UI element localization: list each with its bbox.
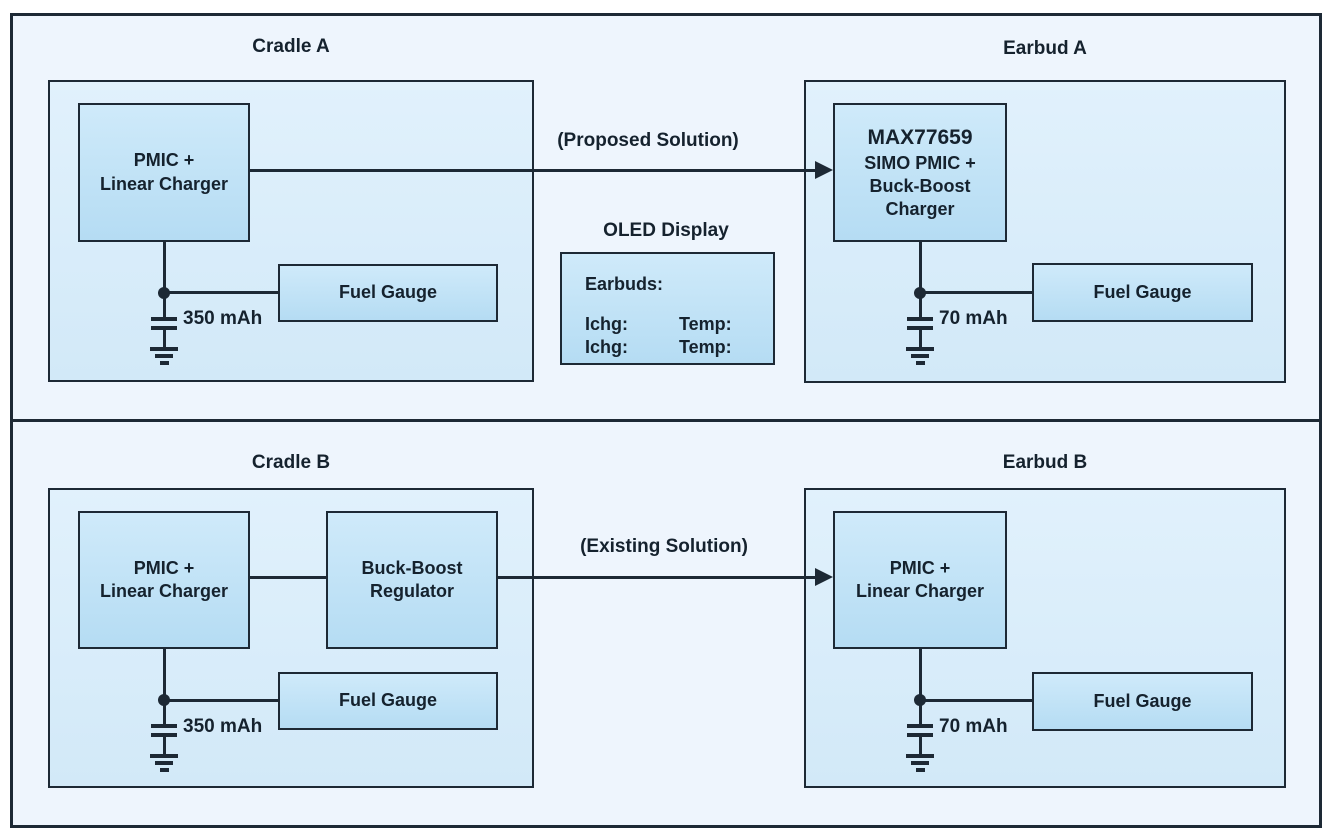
block-label-line: Fuel Gauge xyxy=(338,282,437,303)
earbud-a-battery-label: 70 mAh xyxy=(939,308,1008,329)
oled-row: Ichg: Temp: xyxy=(585,336,732,359)
earbud-b-pmic-linear-charger-block: PMIC + Linear Charger xyxy=(833,511,1007,649)
oled-temp-label: Temp: xyxy=(679,314,732,335)
earbud-b-fuel-gauge-block: Fuel Gauge xyxy=(1032,672,1253,731)
oled-row: Ichg: Temp: xyxy=(585,313,732,336)
block-label-line: PMIC + xyxy=(133,557,195,578)
cradle-b-battery-ground-symbol xyxy=(150,649,178,773)
block-label-line: Regulator xyxy=(369,581,454,601)
earbud-a-fuel-gauge-wire xyxy=(920,291,1032,294)
block-label-line: Fuel Gauge xyxy=(1093,281,1192,302)
cradle-b-fuel-gauge-wire xyxy=(164,699,278,702)
block-label-line: Linear Charger xyxy=(855,581,985,601)
proposed-solution-wire xyxy=(250,169,816,172)
block-label-line: Charger xyxy=(885,199,955,220)
oled-temp-label: Temp: xyxy=(679,337,732,358)
proposed-solution-label: (Proposed Solution) xyxy=(557,130,739,151)
cradle-b-title: Cradle B xyxy=(251,452,331,473)
existing-solution-wire xyxy=(498,576,816,579)
block-label-line: SIMO PMIC + xyxy=(864,153,976,174)
cradle-a-battery-label: 350 mAh xyxy=(183,308,263,329)
earbud-b-battery-label: 70 mAh xyxy=(939,716,1008,737)
cradle-b-fuel-gauge-block: Fuel Gauge xyxy=(278,672,498,730)
cradle-a-battery-ground-symbol xyxy=(150,242,178,366)
earbud-b-battery-ground-symbol xyxy=(906,649,934,773)
cradle-b-pmic-linear-charger-block: PMIC + Linear Charger xyxy=(78,511,250,649)
oled-ichg-label: Ichg: xyxy=(585,314,628,335)
arrowhead-icon xyxy=(815,161,833,179)
existing-solution-label: (Existing Solution) xyxy=(580,536,748,557)
cradle-a-fuel-gauge-block: Fuel Gauge xyxy=(278,264,498,322)
block-label-line: Fuel Gauge xyxy=(1093,690,1192,711)
block-label-line: PMIC + xyxy=(133,150,195,171)
cradle-a-pmic-linear-charger-block: PMIC + Linear Charger xyxy=(78,103,250,242)
oled-display-box: Earbuds: Ichg: Temp: Ichg: Temp: xyxy=(560,252,775,365)
arrowhead-icon xyxy=(815,568,833,586)
cradle-a-title: Cradle A xyxy=(252,36,330,57)
block-label-line: PMIC + xyxy=(889,557,951,578)
earbud-a-battery-ground-symbol xyxy=(906,242,934,366)
oled-readout-rows: Ichg: Temp: Ichg: Temp: xyxy=(585,313,732,359)
earbud-a-title: Earbud A xyxy=(1003,38,1087,59)
earbud-a-max77659-block: MAX77659 SIMO PMIC + Buck-Boost Charger xyxy=(833,103,1007,242)
block-label-line: Buck-Boost xyxy=(361,557,463,578)
cradle-a-fuel-gauge-wire xyxy=(164,291,278,294)
block-label-line: Linear Charger xyxy=(99,173,229,194)
pmic-to-buckboost-wire xyxy=(250,576,326,579)
earbud-b-title: Earbud B xyxy=(1002,452,1088,473)
oled-ichg-label: Ichg: xyxy=(585,337,628,358)
oled-header-text: Earbuds: xyxy=(585,274,664,294)
earbud-b-fuel-gauge-wire xyxy=(920,699,1032,702)
cradle-b-battery-label: 350 mAh xyxy=(183,716,263,737)
block-label-line: MAX77659 xyxy=(867,125,973,149)
cradle-b-buck-boost-regulator-block: Buck-Boost Regulator xyxy=(326,511,498,649)
block-label-line: Fuel Gauge xyxy=(338,690,437,711)
block-label-line: Linear Charger xyxy=(99,581,229,601)
oled-display-title: OLED Display xyxy=(603,220,729,241)
block-label-line: Buck-Boost xyxy=(869,176,971,197)
earbud-a-fuel-gauge-block: Fuel Gauge xyxy=(1032,263,1253,322)
